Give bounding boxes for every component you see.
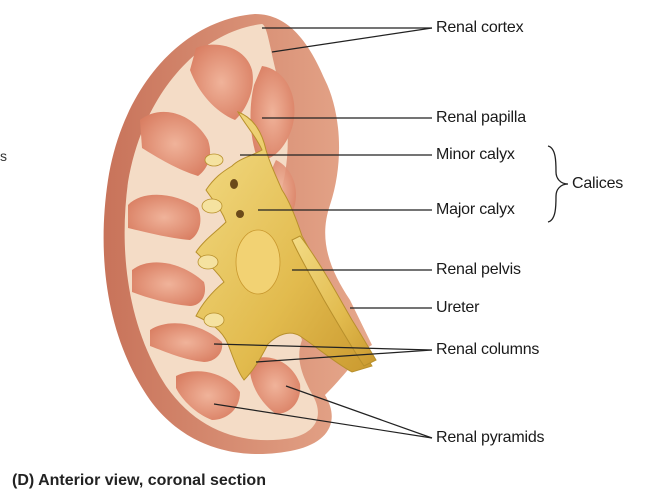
label-ureter: Ureter bbox=[436, 299, 479, 317]
minor-calyx-cup-4 bbox=[204, 313, 224, 327]
label-minor-calyx: Minor calyx bbox=[436, 146, 515, 164]
label-renal-columns: Renal columns bbox=[436, 341, 539, 359]
label-renal-papilla: Renal papilla bbox=[436, 109, 526, 127]
renal-pelvis-inner bbox=[236, 230, 280, 294]
calices-brace bbox=[548, 146, 568, 222]
calyx-hole-1 bbox=[230, 179, 238, 189]
minor-calyx-cup-3 bbox=[198, 255, 218, 269]
minor-calyx-cup-2 bbox=[202, 199, 222, 213]
calyx-hole-2 bbox=[236, 210, 244, 218]
label-calices: Calices bbox=[572, 175, 623, 193]
figure-caption: (D) Anterior view, coronal section bbox=[12, 472, 266, 490]
edge-fragment-text: s bbox=[0, 148, 7, 164]
minor-calyx-cup-1 bbox=[205, 154, 223, 166]
label-renal-cortex: Renal cortex bbox=[436, 19, 523, 37]
label-renal-pelvis: Renal pelvis bbox=[436, 261, 521, 279]
label-major-calyx: Major calyx bbox=[436, 201, 515, 219]
label-renal-pyramids: Renal pyramids bbox=[436, 429, 544, 447]
